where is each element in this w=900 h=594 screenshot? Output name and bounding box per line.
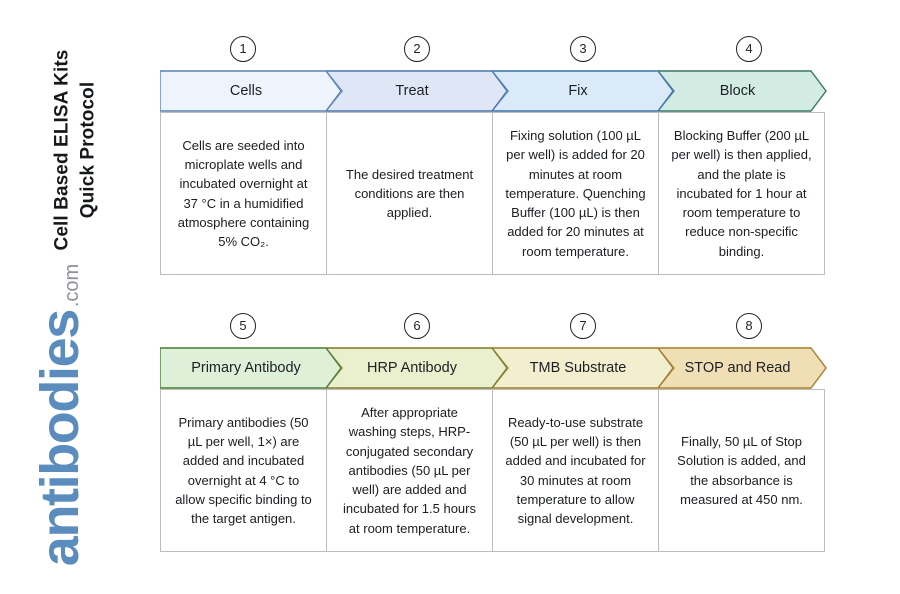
brand-logo-word: antibodies [30,310,90,567]
page-title-line-1: Cell Based ELISA Kits [51,49,73,251]
step-number-badge-1: 1 [230,36,256,62]
step-description-text: Blocking Buffer (200 µL per well) is the… [671,128,812,259]
step-number-badge-7: 7 [570,313,596,339]
brand-logo-tld: .com [61,263,83,308]
step-number-badge-3: 3 [570,36,596,62]
step-number-strip: 5 6 7 8 [160,313,840,343]
step-number-badge-5: 5 [230,313,256,339]
step-description-3: Fixing solution (100 µL per well) is add… [492,112,659,275]
step-description-text: Cells are seeded into microplate wells a… [177,137,310,249]
step-header-7[interactable]: TMB Substrate [492,347,674,389]
step-header-label: Fix [568,83,588,99]
step-header-4[interactable]: Block [658,70,827,112]
step-header-label: Cells [229,83,263,99]
page-title-line-2: Quick Protocol [77,81,98,219]
step-header-label: STOP and Read [684,360,791,376]
step-description-1: Cells are seeded into microplate wells a… [160,112,327,275]
step-header-strip: Primary Antibody HRP Antibody TMB Substrat… [160,347,840,389]
step-number-badge-2: 2 [404,36,430,62]
step-description-strip: Primary antibodies (50 µL per well, 1×) … [160,389,840,552]
step-description-2: The desired treatment conditions are the… [326,112,493,275]
step-description-7: Ready-to-use substrate (50 µL per well) … [492,389,659,552]
step-header-strip: Cells Treat Fix Block [160,70,840,112]
step-number-strip: 1 2 3 4 [160,36,840,66]
step-description-text: Ready-to-use substrate (50 µL per well) … [505,414,646,526]
step-header-label: HRP Antibody [366,360,457,376]
step-header-label: Block [719,83,756,99]
step-header-1[interactable]: Cells [160,70,342,112]
step-description-4: Blocking Buffer (200 µL per well) is the… [658,112,825,275]
step-description-text: After appropriate washing steps, HRP-con… [343,405,476,536]
step-description-5: Primary antibodies (50 µL per well, 1×) … [160,389,327,552]
step-description-text: The desired treatment conditions are the… [345,166,474,221]
step-description-text: Primary antibodies (50 µL per well, 1×) … [175,414,312,526]
step-description-text: Finally, 50 µL of Stop Solution is added… [677,434,806,507]
step-number-badge-8: 8 [736,313,762,339]
step-header-label: TMB Substrate [529,360,627,376]
step-number-badge-4: 4 [736,36,762,62]
step-header-6[interactable]: HRP Antibody [326,347,508,389]
step-header-label: Treat [395,83,429,99]
step-header-2[interactable]: Treat [326,70,508,112]
brand-logo: antibodies .com [0,264,160,566]
step-description-6: After appropriate washing steps, HRP-con… [326,389,493,552]
step-description-strip: Cells are seeded into microplate wells a… [160,112,840,275]
step-header-label: Primary Antibody [191,360,301,376]
step-header-5[interactable]: Primary Antibody [160,347,342,389]
step-header-8[interactable]: STOP and Read [658,347,827,389]
page-title: Cell Based ELISA Kits Quick Protocol [0,0,150,300]
step-description-8: Finally, 50 µL of Stop Solution is added… [658,389,825,552]
step-header-3[interactable]: Fix [492,70,674,112]
step-description-text: Fixing solution (100 µL per well) is add… [505,128,646,259]
step-number-badge-6: 6 [404,313,430,339]
